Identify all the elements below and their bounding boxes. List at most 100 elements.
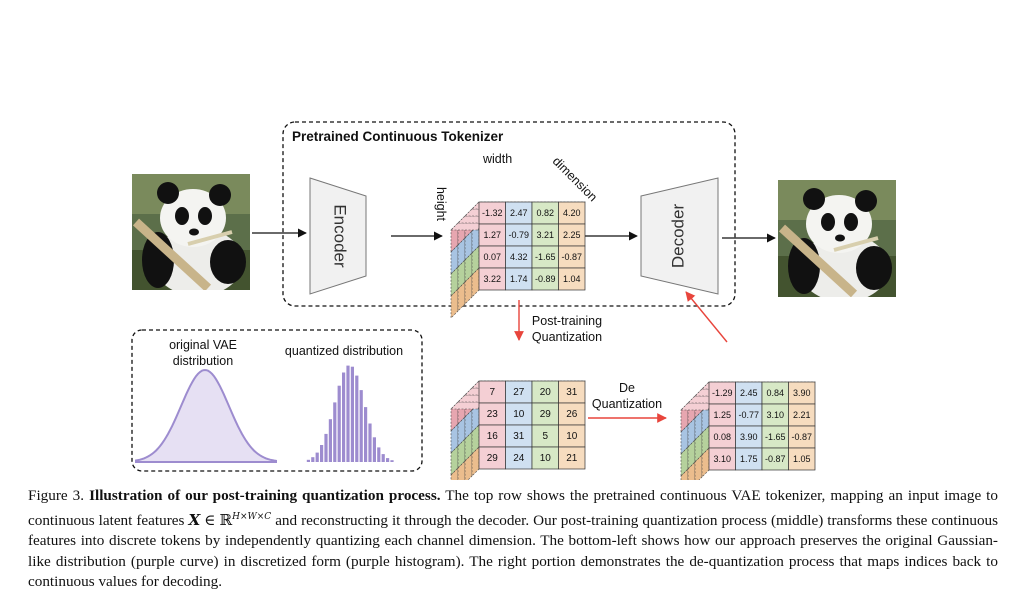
quantized-value: 16 — [487, 431, 499, 442]
height-axis-label: height — [434, 187, 448, 222]
dequantized-value: -0.87 — [765, 454, 786, 464]
math-reals-symbol: ℝ — [219, 510, 233, 529]
tokenizer-title: Pretrained Continuous Tokenizer — [292, 129, 504, 144]
histogram-bar — [311, 457, 315, 462]
quantized-value: 29 — [540, 409, 552, 420]
decoder-label: Decoder — [668, 204, 687, 269]
ptq-label-line2: Quantization — [532, 330, 602, 344]
dequantized-value: -0.87 — [791, 432, 812, 442]
histogram-bar — [342, 372, 346, 462]
histogram-bar — [355, 375, 359, 462]
dequantized-cell — [788, 447, 816, 471]
histogram-bar — [337, 385, 341, 462]
dequantized-value: 3.10 — [766, 410, 784, 420]
histogram-bar — [364, 407, 368, 462]
encoder-block — [309, 177, 367, 295]
dequantized-value: 1.75 — [740, 454, 758, 464]
quantized-value: 23 — [487, 409, 499, 420]
histogram-bar — [315, 452, 319, 462]
dequantized-value: 3.90 — [793, 388, 811, 398]
quantized-value: 7 — [489, 387, 495, 398]
histogram-bar — [390, 460, 394, 462]
width-axis-label: width — [482, 152, 512, 166]
distribution-box — [131, 329, 423, 472]
original-gaussian-curve — [135, 369, 277, 463]
quantized-value: 10 — [540, 453, 552, 464]
quantized-token-cube: 7 27 20 31 23 10 29 26 16 31 5 10 29 24 10 21 — [450, 380, 586, 480]
continuous-value: 2.25 — [563, 230, 581, 240]
histogram-bar — [368, 423, 372, 462]
continuous-value: -0.87 — [561, 252, 582, 262]
caption-part1: The top row shows the pretrained continu… — [28, 487, 998, 529]
quantized-value: 26 — [566, 409, 578, 420]
dequantized-value: 1.05 — [793, 454, 811, 464]
continuous-value: 3.22 — [483, 274, 501, 284]
math-symbol-x: X — [188, 510, 201, 529]
continuous-value: -0.89 — [535, 274, 556, 284]
dequantized-side-cell — [687, 461, 696, 480]
histogram-bar — [320, 445, 324, 462]
dequantized-value: 2.45 — [740, 388, 758, 398]
dequantized-side-cell — [680, 468, 689, 480]
output-panda-image — [778, 180, 896, 297]
dequantized-value: 1.25 — [713, 410, 731, 420]
quantized-value: 24 — [513, 453, 525, 464]
quantized-value: 21 — [566, 453, 578, 464]
histogram-bar — [381, 454, 385, 462]
histogram-bar — [359, 390, 363, 462]
dequantized-value: 0.84 — [766, 388, 784, 398]
quantized-cell — [558, 446, 586, 470]
histogram-bar — [386, 458, 390, 462]
continuous-value: -1.65 — [535, 252, 556, 262]
math-in-symbol: ∈ — [204, 510, 216, 529]
ptq-label-line1: Post-training — [532, 314, 602, 328]
continuous-value: -0.79 — [508, 230, 529, 240]
continuous-value: 1.04 — [563, 274, 581, 284]
continuous-value: 4.20 — [563, 208, 581, 218]
quantized-value: 31 — [513, 431, 525, 442]
arrow-to-decoder — [685, 291, 728, 343]
figure-label: Figure 3. — [28, 487, 85, 504]
dequantized-value: 0.08 — [713, 432, 731, 442]
continuous-value: 1.27 — [483, 230, 501, 240]
continuous-cell — [558, 267, 586, 291]
quantized-value: 10 — [513, 409, 525, 420]
histogram-bar — [328, 419, 332, 462]
histogram-bar — [377, 447, 381, 462]
dimension-axis-label: dimension — [550, 154, 600, 204]
continuous-value: 4.32 — [510, 252, 528, 262]
dequantized-value: -1.65 — [765, 432, 786, 442]
quantized-value: 5 — [542, 431, 548, 442]
quantized-dist-label: quantized distribution — [285, 344, 403, 358]
quantized-value: 29 — [487, 453, 499, 464]
continuous-latent-cube: -1.32 2.47 0.82 4.20 1.27 -0.79 3.21 2.25 0.07 4.… — [450, 201, 586, 319]
continuous-value: 3.21 — [536, 230, 554, 240]
continuous-value: 2.47 — [510, 208, 528, 218]
quantized-value: 31 — [566, 387, 578, 398]
histogram-bar — [346, 365, 350, 462]
quantized-side-cell — [450, 467, 459, 480]
figure-caption: Figure 3. Illustration of our post-train… — [28, 486, 998, 593]
continuous-value: 0.82 — [536, 208, 554, 218]
decoder-block — [640, 177, 719, 295]
figure-diagram: Pretrained Continuous Tokenizer Encoder … — [131, 121, 896, 480]
deq-label-line2: Quantization — [592, 397, 662, 411]
caption-part2: and reconstructing it through the decode… — [28, 511, 999, 591]
dequantized-value: 3.10 — [713, 454, 731, 464]
histogram-bar — [324, 433, 328, 462]
quantized-value: 27 — [513, 387, 525, 398]
quantized-value: 20 — [540, 387, 552, 398]
input-panda-image — [132, 174, 250, 290]
dequantized-value: 3.90 — [740, 432, 758, 442]
tokenizer-box — [282, 121, 736, 307]
continuous-value: -1.32 — [482, 208, 503, 218]
histogram-bar — [333, 402, 337, 462]
caption-title: Illustration of our post-training quanti… — [89, 487, 441, 504]
quantized-value: 10 — [566, 431, 578, 442]
math-superscript: H×W×C — [232, 511, 272, 522]
quantized-histogram — [306, 365, 394, 462]
dequantized-value: 2.21 — [793, 410, 811, 420]
quantized-side-cell — [457, 460, 466, 480]
continuous-value: 0.07 — [483, 252, 501, 262]
dequantized-value: -0.77 — [738, 410, 759, 420]
